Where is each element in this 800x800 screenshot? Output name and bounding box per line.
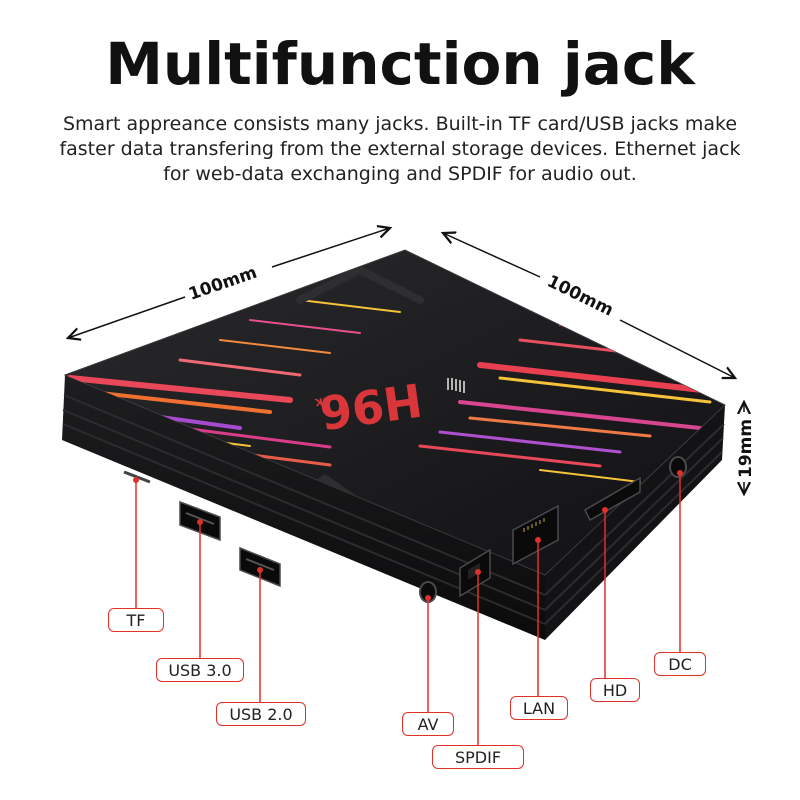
label-usb3: USB 3.0: [156, 658, 244, 682]
callout-dots: [133, 470, 683, 601]
label-usb2: USB 2.0: [216, 702, 306, 726]
label-lan: LAN: [510, 696, 568, 720]
label-tf: TF: [108, 608, 164, 632]
port-lan-socket: [512, 504, 559, 566]
label-av: AV: [402, 712, 454, 736]
device-body: [62, 249, 726, 640]
callout-lines: [135, 473, 681, 745]
description-line-3: for web-data exchanging and SPDIF for au…: [163, 163, 637, 185]
description-line-1: Smart appreance consists many jacks. Bui…: [62, 113, 738, 135]
label-hd: HD: [590, 678, 640, 702]
port-hd-socket: [584, 476, 641, 522]
dimension-height-label: 19mm: [736, 419, 756, 478]
label-dc: DC: [654, 652, 706, 676]
port-spdif-socket: [459, 548, 491, 598]
dimension-width-label: 100mm: [186, 263, 260, 305]
port-tf-slot: [123, 470, 151, 484]
device-logo-sub: 4K: [313, 394, 330, 407]
dimension-depth-label: 100mm: [544, 272, 617, 321]
description-line-2: faster data transfering from the externa…: [59, 138, 741, 160]
page-title: Multifunction jack: [105, 30, 695, 98]
dimension-height: 19mm: [736, 402, 756, 494]
description: Smart appreance consists many jacks. Bui…: [30, 112, 770, 187]
label-spdif: SPDIF: [432, 745, 524, 769]
